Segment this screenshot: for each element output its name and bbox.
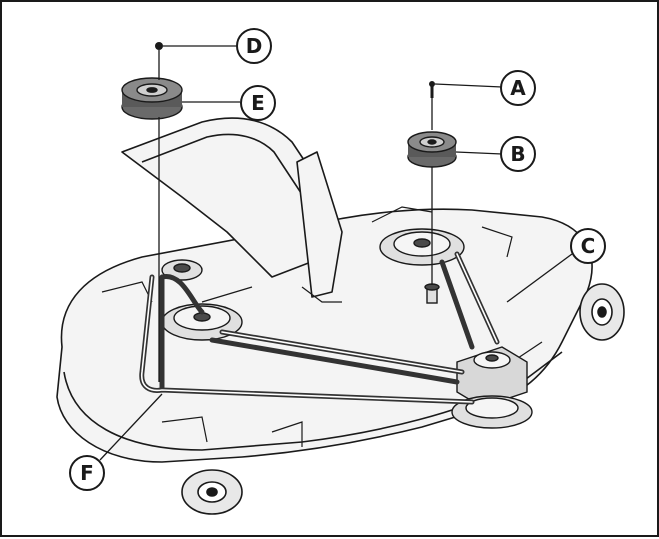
bolts <box>155 42 435 98</box>
callout-a-label: A <box>510 76 526 100</box>
callout-d-label: D <box>246 34 263 58</box>
callout-b-label: B <box>510 142 525 166</box>
discharge-chute <box>121 117 338 278</box>
mule-drive-assembly <box>451 346 533 429</box>
front-right-wheel <box>579 283 625 341</box>
chute-inner <box>141 133 308 203</box>
leader-b <box>455 151 503 155</box>
callout-f-label: F <box>80 461 94 485</box>
callout-a: A <box>500 70 536 106</box>
leader-a <box>434 83 503 88</box>
callouts: D E A B C F <box>69 28 606 491</box>
callout-c-label: C <box>581 234 596 258</box>
callout-e-label: E <box>251 91 265 115</box>
center-idler-post <box>424 283 440 304</box>
leader-f <box>99 393 163 461</box>
deck-pulleys <box>161 228 533 429</box>
callout-f: F <box>69 455 105 491</box>
front-left-wheel <box>181 469 243 515</box>
callout-b: B <box>500 136 536 172</box>
exploded-pulley-e <box>121 77 183 120</box>
bolt-d <box>155 42 163 50</box>
callout-leaders <box>99 45 573 461</box>
callout-c: C <box>570 228 606 264</box>
leader-c <box>506 253 573 303</box>
right-spindle-pulley <box>379 228 465 266</box>
belt-highlight <box>140 253 498 403</box>
belt-shield-bracket <box>296 151 343 298</box>
bolt-a <box>429 81 435 98</box>
exploded-pulley-b <box>407 131 457 168</box>
callout-e: E <box>240 85 276 121</box>
callout-d: D <box>236 28 272 64</box>
assembly-guide-lines <box>158 50 433 382</box>
wheels <box>181 283 625 515</box>
